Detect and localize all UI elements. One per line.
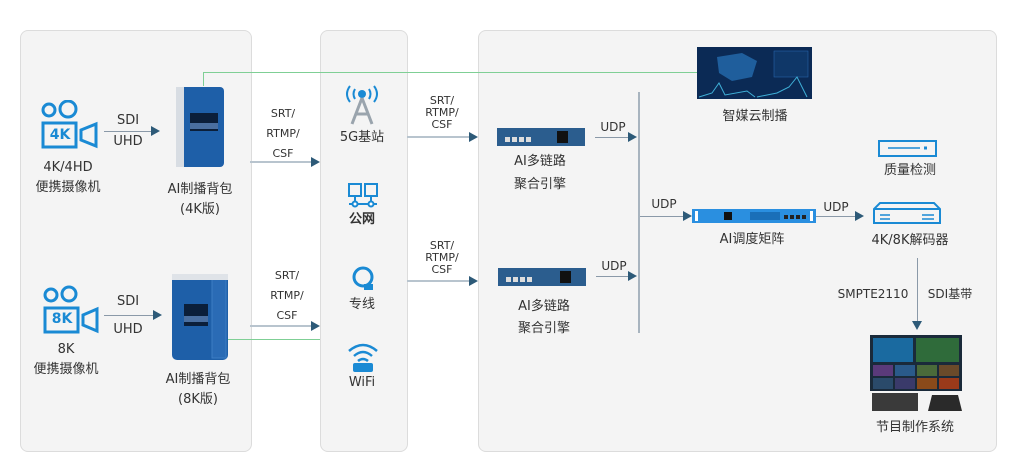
- engine2-device-image: [498, 268, 586, 286]
- backpack-8k-label: AI制播背包: [165, 372, 231, 387]
- quality-monitor-icon: [878, 140, 937, 157]
- arrow-pack4k-network: [250, 161, 312, 163]
- arrowhead: [469, 132, 478, 142]
- engine2-label-2: 聚合引擎: [517, 321, 571, 336]
- arrowhead: [628, 271, 637, 281]
- arrow-pack8k-network: [250, 325, 312, 327]
- arrow-decoder-production: [917, 258, 918, 322]
- proto-label: SRT/: [429, 94, 455, 107]
- production-label: 节目制作系统: [875, 420, 955, 435]
- proto-label: CSF: [272, 147, 294, 160]
- arrowhead: [151, 126, 160, 136]
- matrix-device-image: [692, 209, 816, 223]
- camera-4k-badge: 4K: [49, 127, 71, 143]
- camera-4k-label-2: 便携摄像机: [35, 180, 101, 195]
- engine1-label: AI多链路: [514, 154, 566, 169]
- link-udp-matrix-in: UDP: [651, 197, 677, 211]
- network-wifi-label: WiFi: [348, 375, 376, 390]
- arrow-network-engine2: [407, 280, 470, 282]
- green-link-bottom: [228, 339, 320, 340]
- network-5g-label: 5G基站: [339, 130, 385, 145]
- link-sdi-baseband: SDI基带: [927, 287, 973, 301]
- camera-4k-label: 4K/4HD: [43, 160, 93, 175]
- proto-label: SRT/: [274, 269, 300, 282]
- network-public-label: 公网: [348, 212, 376, 227]
- backpack-8k-image: [172, 274, 228, 360]
- proto-label: CSF: [431, 118, 453, 131]
- arrow-cam8k-pack: [104, 315, 154, 316]
- quality-label: 质量检测: [883, 163, 937, 178]
- camera-8k-label: 8K: [57, 342, 75, 357]
- network-icon: [348, 183, 378, 208]
- link-uhd-8k: UHD: [113, 322, 143, 337]
- proto-label: RTMP/: [270, 289, 304, 302]
- decoder-icon: [873, 202, 941, 224]
- cloud-dashboard-image: [697, 47, 812, 99]
- arrowhead: [855, 211, 864, 221]
- backpack-4k-image: [176, 87, 224, 167]
- proto-label: CSF: [276, 309, 298, 322]
- arrowhead: [683, 211, 692, 221]
- link-udp-engine2: UDP: [601, 259, 627, 273]
- 5g-tower-icon: [346, 85, 378, 125]
- network-leased-label: 专线: [348, 297, 376, 312]
- engine1-label-2: 聚合引擎: [513, 177, 567, 192]
- camera-4k-icon: [41, 100, 98, 149]
- proto-label: RTMP/: [266, 127, 300, 140]
- backpack-4k-edition: (4K版): [180, 202, 220, 217]
- cloud-label: 智媒云制播: [722, 109, 788, 124]
- arrow-engine1-bus: [595, 137, 630, 138]
- camera-8k-icon: [43, 285, 99, 334]
- link-udp-engine1: UDP: [600, 120, 626, 134]
- proto-label: SRT/: [270, 107, 296, 120]
- proto-label: SRT/: [429, 239, 455, 252]
- arrow-bus-matrix: [640, 216, 684, 217]
- engine2-label: AI多链路: [518, 299, 570, 314]
- link-sdi-4k: SDI: [116, 113, 140, 128]
- wifi-icon: [348, 343, 378, 372]
- green-link-top-stub: [203, 72, 204, 86]
- arrowhead: [469, 276, 478, 286]
- backpack-8k-edition: (8K版): [178, 392, 218, 407]
- arrowhead: [912, 321, 922, 330]
- decoder-label: 4K/8K解码器: [871, 233, 949, 248]
- camera-8k-badge: 8K: [51, 311, 73, 327]
- link-sdi-8k: SDI: [116, 294, 140, 309]
- arrowhead: [628, 132, 637, 142]
- link-udp-matrix-out: UDP: [823, 200, 849, 214]
- proto-label: RTMP/: [425, 106, 459, 119]
- link-uhd-4k: UHD: [113, 134, 143, 149]
- arrowhead: [311, 157, 320, 167]
- leased-line-icon: [352, 266, 374, 290]
- link-smpte2110: SMPTE2110: [837, 287, 909, 301]
- production-system-image: [870, 335, 962, 411]
- proto-label: RTMP/: [425, 251, 459, 264]
- arrow-network-engine1: [407, 136, 470, 138]
- arrow-cam4k-pack: [104, 131, 152, 132]
- udp-bus-line: [638, 92, 640, 333]
- arrowhead: [311, 321, 320, 331]
- matrix-label: AI调度矩阵: [719, 232, 785, 247]
- proto-label: CSF: [431, 263, 453, 276]
- arrow-matrix-decoder: [816, 216, 856, 217]
- engine1-device-image: [497, 128, 585, 146]
- green-link-top: [203, 72, 697, 73]
- arrowhead: [153, 310, 162, 320]
- camera-8k-label-2: 便携摄像机: [33, 362, 99, 377]
- arrow-engine2-bus: [596, 276, 630, 277]
- backpack-4k-label: AI制播背包: [167, 182, 233, 197]
